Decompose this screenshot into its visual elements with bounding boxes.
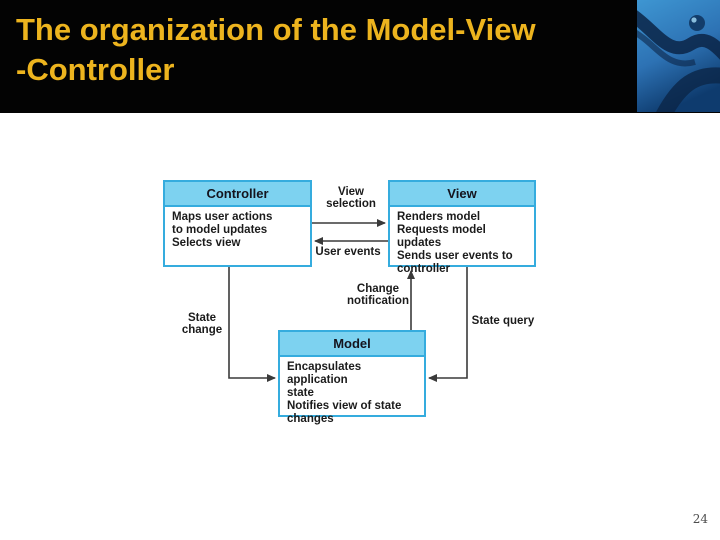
change-notification-label: Change notification (347, 283, 409, 307)
state-change-label: State change (181, 312, 223, 336)
page-number: 24 (692, 512, 708, 526)
controller-box-body: Maps user actions to model updates Selec… (172, 211, 273, 249)
view-box: View Renders model Requests model update… (388, 180, 536, 275)
slide-title: The organization of the Model-View -Cont… (16, 12, 536, 87)
controller-box: Controller Maps user actions to model up… (163, 180, 312, 267)
state-query-label: State query (471, 315, 535, 327)
controller-box-title: Controller (165, 182, 310, 207)
view-box-body: Renders model Requests model updates Sen… (397, 211, 513, 275)
model-box-body: Encapsulates application state Notifies … (287, 361, 402, 425)
model-box: Model Encapsulates application state Not… (278, 330, 426, 425)
water-droplet-photo (637, 0, 720, 112)
view-selection-label: View selection (326, 186, 376, 210)
slide-header: The organization of the Model-View -Cont… (0, 0, 720, 113)
model-box-title: Model (280, 332, 424, 357)
user-events-label: User events (315, 246, 381, 258)
view-box-title: View (390, 182, 534, 207)
